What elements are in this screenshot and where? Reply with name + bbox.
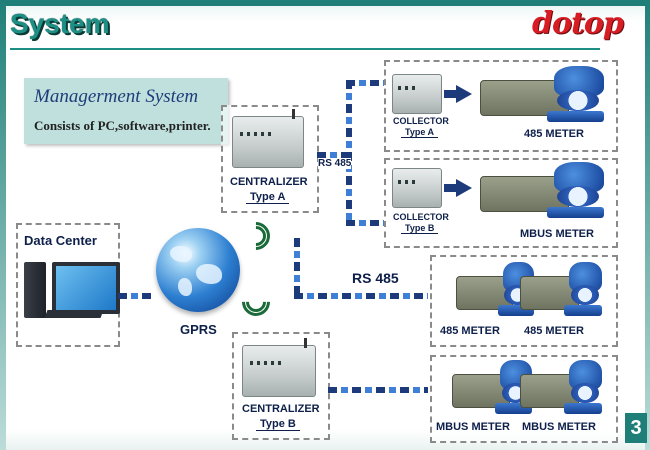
rs485-mid-label: RS 485 [352,270,399,286]
wireless-icon [236,282,276,322]
centralizer-device-icon [232,109,304,168]
collector-a-name: COLLECTOR [393,116,449,126]
rs485-top-label: RS 485 [318,158,352,169]
meter-mbus-left-label: MBUS METER [436,421,510,433]
link-datacenter-gprs [118,293,154,299]
rs485-mid-vertical [294,238,300,296]
rs485-bus-vertical [346,80,352,226]
computer-tower-icon [24,262,46,318]
page-number-badge: 3 [625,413,647,443]
right-frame-bar [645,0,650,450]
centralizer-b-type: Type B [256,418,300,431]
collector-device-icon [392,168,442,208]
collector-b-type: Type B [401,223,439,234]
computer-icon [52,262,120,314]
globe-icon [156,228,240,312]
collector-a-meter-label: 485 METER [524,128,584,140]
centralizer-a-type: Type A [246,191,290,204]
wireless-icon [236,216,276,256]
brand-logo: dotop [532,6,624,41]
water-meter-icon [480,162,604,218]
meter-485-right-label: 485 METER [524,325,584,337]
keyboard-icon [44,310,104,318]
link-centralizer-a-bus [317,152,347,158]
link-centralizer-b-mbus [328,387,428,393]
arrow-shaft-b [444,184,456,192]
collector-b-name: COLLECTOR [393,212,449,222]
link-bus-collector-a [346,80,384,86]
management-description: Consists of PC,software,printer. [34,118,211,133]
arrow-right-icon [456,179,472,197]
arrow-right-icon [456,85,472,103]
link-bus-collector-b [346,220,384,226]
arrow-shaft-a [444,90,456,98]
title-underline [10,48,600,50]
collector-b-meter-label: MBUS METER [520,228,594,240]
meter-485-left-label: 485 METER [440,325,500,337]
water-meter-icon [520,360,602,414]
management-system-panel: Managerment System Consists of PC,softwa… [24,78,228,144]
centralizer-b-name: CENTRALIZER [242,403,320,415]
meter-mbus-right-label: MBUS METER [522,421,596,433]
data-center-label: Data Center [24,233,97,248]
gprs-label: GPRS [180,322,217,337]
centralizer-device-icon [242,338,316,397]
page-title: System [10,8,110,39]
top-frame-bar [0,0,650,6]
centralizer-a-name: CENTRALIZER [230,176,308,188]
water-meter-icon [520,262,602,316]
management-heading: Managerment System [34,86,199,107]
water-meter-icon [480,66,604,122]
left-frame-bar [0,0,6,450]
collector-a-type: Type A [401,127,439,138]
rs485-mid-link [294,293,428,299]
collector-device-icon [392,74,442,114]
